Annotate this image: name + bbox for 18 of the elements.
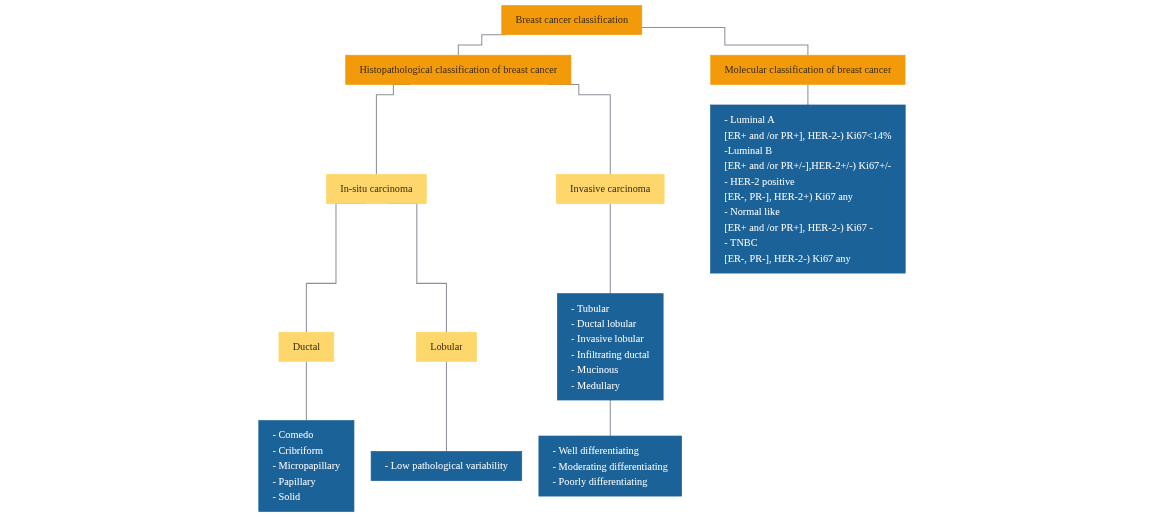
node-box: - Luminal A [ER+ and /or PR+], HER-2-) Ki67<14% -Luminal B [ER+ and /or PR+/-],HER-2+/-) Ki67+/- - HER-2 positive [ER-, PR-], HER-2+) Ki67 any - Normal like [ER+ and /or PR+], HER-2-) Ki67 - - TNBC [ER-, PR-], HER-2-) Ki67 any: [710, 104, 906, 274]
node-box: Molecular classification of breast cancer: [710, 54, 906, 85]
connector: [609, 203, 611, 295]
node-box: Invasive carcinoma: [556, 174, 665, 204]
connector: [807, 83, 809, 106]
node-box: - Low pathological variability: [370, 451, 523, 481]
node-box: Histopathological classification of breast cancer: [345, 54, 572, 85]
node-box: - Comedo - Cribriform - Micropapillary - Papillary - Solid: [258, 420, 355, 512]
node-box: In-situ carcinoma: [326, 174, 427, 204]
connector: [305, 360, 307, 422]
node-box: Breast cancer classification: [501, 5, 643, 35]
connector: [445, 360, 447, 452]
node-box: - Tubular - Ductal lobular - Invasive lobular - Infiltrating ductal - Mucinous - Medullary: [557, 293, 664, 401]
connector: [609, 399, 611, 437]
node-box: Lobular: [416, 331, 477, 362]
connector: [641, 26, 809, 56]
node-box: Ductal: [278, 331, 335, 362]
node-box: - Well differentiating - Moderating differentiating - Poorly differentiating: [538, 435, 682, 497]
